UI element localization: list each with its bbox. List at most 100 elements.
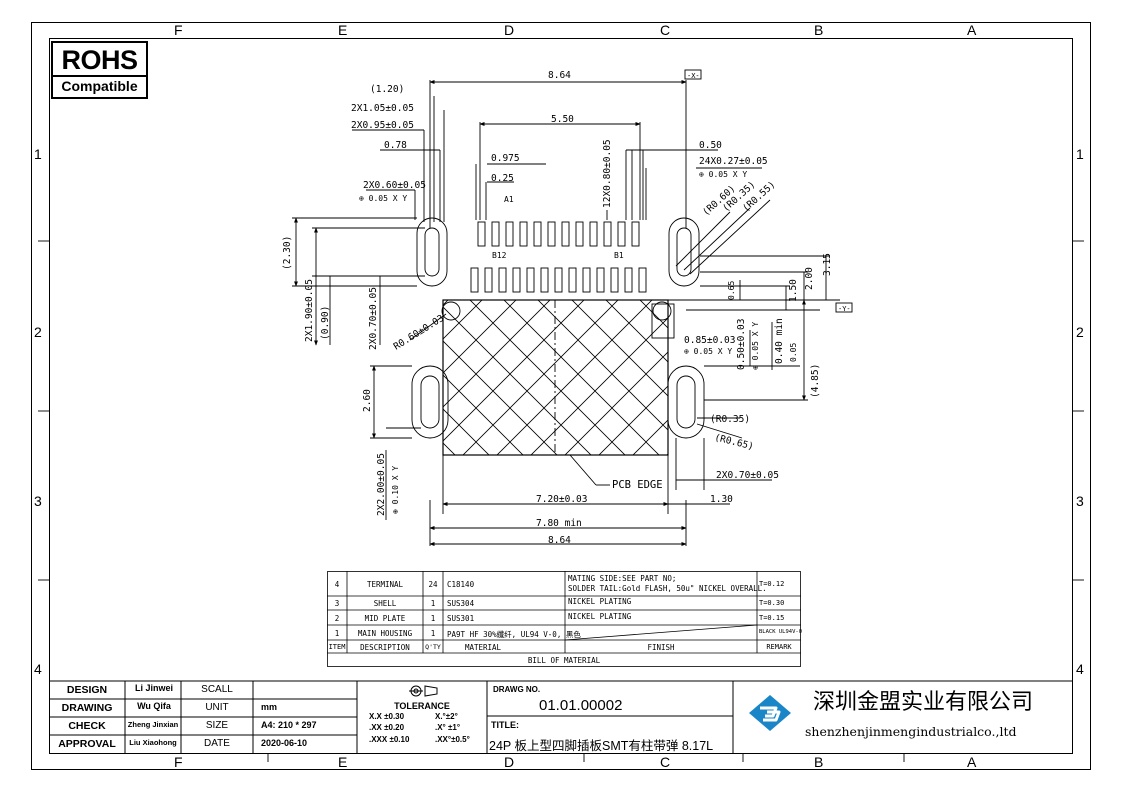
dim-0-05: 0.05 bbox=[789, 343, 798, 362]
drawing-name: Wu Qifa bbox=[137, 701, 171, 711]
dim-0-65: 0.65 bbox=[727, 281, 736, 300]
tol-row-3b: .XX°±0.5° bbox=[435, 735, 470, 744]
dim-7-80-min: 7.80 min bbox=[536, 518, 582, 529]
projection-symbol-icon bbox=[409, 685, 438, 697]
tol-row-3a: .XXX ±0.10 bbox=[369, 735, 410, 744]
date-label: DATE bbox=[204, 738, 230, 749]
zone-bottom-c: C bbox=[660, 754, 671, 770]
zone-bottom-e: E bbox=[338, 754, 348, 770]
drawing-inner-frame bbox=[49, 38, 1073, 754]
check-name: Zheng Jinxian bbox=[127, 720, 179, 729]
tol-row-1b: X.°±2° bbox=[435, 712, 458, 721]
dim-2x1-05: 2X1.05±0.05 bbox=[351, 103, 414, 114]
bom-row-remark: T=0.30 bbox=[759, 599, 785, 607]
dim-1-50: 1.50 bbox=[788, 279, 799, 302]
bom-row-desc: MID PLATE bbox=[364, 614, 406, 623]
bom-header-item: ITEM bbox=[328, 643, 346, 651]
dim-2-60: 2.60 bbox=[362, 389, 373, 412]
bom-row-material: C18140 bbox=[447, 580, 475, 589]
zone-top-f: F bbox=[174, 22, 183, 38]
label-b12: B12 bbox=[492, 251, 507, 260]
corner-post-left bbox=[441, 301, 461, 321]
tol-005xy: ⊕ 0.05 X Y bbox=[699, 170, 747, 179]
bom-footer: BILL OF MATERIAL bbox=[527, 656, 601, 665]
drawing-label: DRAWING bbox=[61, 702, 113, 714]
dim-0-50: 0.50 bbox=[699, 140, 722, 151]
zone-right-3: 3 bbox=[1076, 493, 1084, 509]
size-value: A4: 210 * 297 bbox=[261, 720, 317, 730]
dim-7-20: 7.20±0.03 bbox=[536, 494, 587, 505]
size-label: SIZE bbox=[205, 720, 229, 731]
zone-right-2: 2 bbox=[1076, 324, 1084, 340]
dim-0-50-b: 0.50±0.03 bbox=[736, 319, 747, 370]
dim-24x0-27: 24X0.27±0.05 bbox=[699, 156, 768, 167]
datum-y: -Y- bbox=[838, 305, 851, 313]
label-b1: B1 bbox=[614, 251, 624, 260]
zone-top-a: A bbox=[967, 22, 977, 38]
rohs-subtitle: Compatible bbox=[53, 75, 146, 97]
dim-2x2-00: 2X2.00±0.05 bbox=[376, 453, 387, 516]
pad-row-b bbox=[470, 267, 647, 293]
dim-8-64-top: 8.64 bbox=[548, 70, 571, 81]
slot-top-left bbox=[416, 217, 448, 287]
zone-right-1: 1 bbox=[1076, 146, 1084, 162]
keepout-hatch bbox=[442, 299, 669, 456]
bom-row-remark: BLACK UL94V-0 bbox=[759, 629, 803, 635]
slot-top-right bbox=[668, 217, 700, 287]
unit-value: mm bbox=[261, 702, 278, 712]
dim-8-64-bottom: 8.64 bbox=[548, 535, 571, 546]
scale-label: SCALL bbox=[201, 684, 233, 695]
tol-005xy-2: ⊕ 0.05 X Y bbox=[359, 194, 407, 203]
zone-bottom-d: D bbox=[504, 754, 515, 770]
bom-row-qty: 24 bbox=[428, 580, 438, 589]
bill-of-material: 4 TERMINAL 24 C18140 MATING SIDE:SEE PAR… bbox=[327, 571, 803, 667]
zone-top-d: D bbox=[504, 22, 515, 38]
check-label: CHECK bbox=[68, 720, 106, 732]
slot-bottom-right bbox=[667, 365, 705, 439]
title-block-grid bbox=[49, 680, 1073, 754]
dim-12x0-80: 12X0.80±0.05 bbox=[602, 139, 613, 208]
title-block: DESIGN Li Jinwei SCALL DRAWING Wu Qifa U… bbox=[49, 680, 1073, 754]
datum-x: -X- bbox=[687, 72, 700, 80]
zone-left-3: 3 bbox=[34, 493, 42, 509]
dim-2x0-60: 2X0.60±0.05 bbox=[363, 180, 426, 191]
bom-header-desc: DESCRIPTION bbox=[360, 643, 410, 652]
tol-010xy: ⊕ 0.10 X Y bbox=[391, 466, 400, 514]
dim-4-85: (4.85) bbox=[810, 364, 821, 398]
drawing-outer-frame bbox=[31, 22, 1091, 770]
bom-row-material: PA9T HF 30%纖纤, UL94 V-0, 黑色 bbox=[447, 630, 581, 639]
bom-row-remark: T=0.12 bbox=[759, 580, 785, 588]
pad-row-a bbox=[477, 221, 640, 247]
zone-top-b: B bbox=[814, 22, 824, 38]
bom-row-qty: 1 bbox=[430, 629, 436, 638]
zone-left-4: 4 bbox=[34, 661, 42, 677]
tol-005xy-4: ⊕ 0.05 X Y bbox=[751, 322, 760, 370]
tol-row-1a: X.X ±0.30 bbox=[369, 712, 405, 721]
rohs-title: ROHS bbox=[61, 45, 138, 75]
tol-005xy-3: ⊕ 0.05 X Y bbox=[684, 347, 732, 356]
bom-header-finish: FINISH bbox=[647, 643, 675, 652]
zone-top-e: E bbox=[338, 22, 348, 38]
zone-left-2: 2 bbox=[34, 324, 42, 340]
bom-row-qty: 1 bbox=[430, 599, 436, 608]
bom-row-finish2: SOLDER TAIL:Gold FLASH, 50u" NICKEL OVER… bbox=[568, 584, 767, 593]
drawing-number-label: DRAWG NO. bbox=[493, 685, 541, 694]
drawing-number-value: 01.01.00002 bbox=[539, 697, 623, 714]
bom-header-remark: REMARK bbox=[766, 643, 792, 651]
title-label: TITLE: bbox=[491, 720, 519, 730]
tol-row-2a: .XX ±0.20 bbox=[369, 723, 405, 732]
dim-0-78: 0.78 bbox=[384, 140, 407, 151]
company-name-en: shenzhenjinmengindustrialco.,ltd bbox=[805, 724, 1017, 739]
bom-row-qty: 1 bbox=[430, 614, 436, 623]
bom-row-material: SUS301 bbox=[447, 614, 475, 623]
bom-row-desc: MAIN HOUSING bbox=[357, 629, 413, 638]
tolerance-label: TOLERANCE bbox=[394, 701, 450, 711]
design-label: DESIGN bbox=[66, 684, 108, 696]
slot-bottom-left bbox=[411, 365, 449, 439]
dim-r0-60-b: R0.60±0.03 bbox=[392, 313, 446, 353]
dim-1-20: (1.20) bbox=[370, 84, 404, 95]
dim-0-25: 0.25 bbox=[491, 173, 514, 184]
bom-row-material: SUS304 bbox=[447, 599, 475, 608]
date-value: 2020-06-10 bbox=[261, 738, 308, 748]
